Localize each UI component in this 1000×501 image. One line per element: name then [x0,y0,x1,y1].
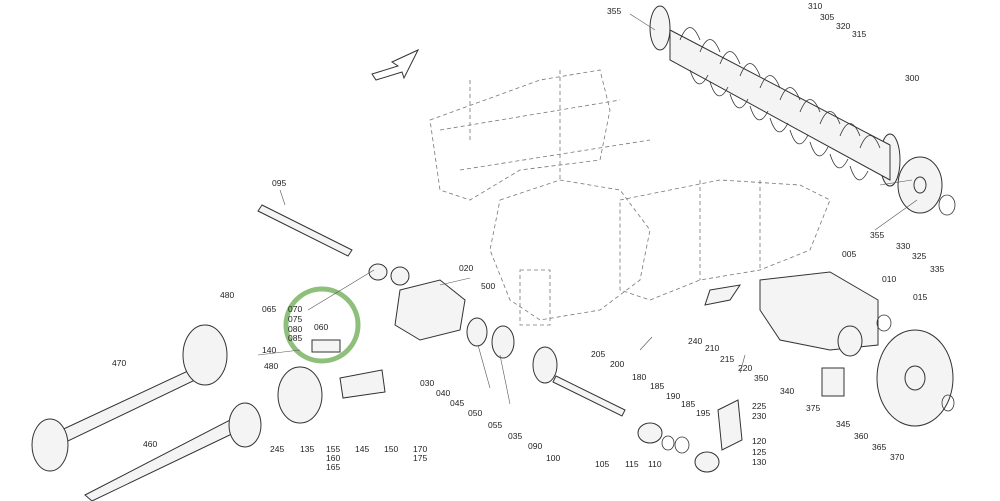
part-label: 130 [752,457,766,467]
part-label: 020 [459,263,473,273]
part-label: 480 [220,290,234,300]
part-label: 460 [143,439,157,449]
part-label: 320 [836,21,850,31]
part-label: 100 [546,453,560,463]
part-label: 135 [300,444,314,454]
part-label: 230 [752,411,766,421]
part-label: 155 [326,444,340,454]
part-label: 035 [508,431,522,441]
part-label: 240 [688,336,702,346]
part-label: 030 [420,378,434,388]
part-label: 355 [607,6,621,16]
part-label: 070 [288,304,302,314]
arrow-down-left-icon [371,48,420,81]
part-label: 005 [842,249,856,259]
part-label: 080 [288,324,302,334]
leader-lines [257,13,918,405]
part-label: 145 [355,444,369,454]
part-label: 050 [468,408,482,418]
part-label: 115 [625,459,639,469]
part-label: 010 [882,274,896,284]
rotor-assembly [649,5,956,216]
part-label: 175 [413,453,427,463]
part-label: 350 [754,373,768,383]
highlight-circle [283,286,361,364]
gearbox [368,263,466,341]
part-label: 040 [436,388,450,398]
part-label: 305 [820,12,834,22]
part-label: 120 [752,436,766,446]
part-label: 215 [720,354,734,364]
part-label: 170 [413,444,427,454]
part-label: 190 [666,391,680,401]
part-label: 355 [870,230,884,240]
part-label: 310 [808,1,822,11]
part-label: 085 [288,333,302,343]
part-label: 075 [288,314,302,324]
part-label: 335 [930,264,944,274]
machine-frame [429,69,831,326]
part-label: 360 [854,431,868,441]
part-label: 165 [326,462,340,472]
part-label: 160 [326,453,340,463]
part-label: 365 [872,442,886,452]
part-label: 095 [272,178,286,188]
plates-and-washers [311,271,955,473]
part-label: 480 [264,361,278,371]
part-label: 200 [610,359,624,369]
part-label: 205 [591,349,605,359]
part-label: 245 [270,444,284,454]
part-label: 180 [632,372,646,382]
part-label: 140 [262,345,276,355]
part-label: 325 [912,251,926,261]
part-label: 370 [890,452,904,462]
part-label: 110 [648,459,662,469]
part-label: 105 [595,459,609,469]
part-label: 185 [681,399,695,409]
part-label: 470 [112,358,126,368]
part-label: 195 [696,408,710,418]
drive-shafts [31,204,353,501]
part-label: 090 [528,441,542,451]
part-label: 185 [650,381,664,391]
part-label: 500 [481,281,495,291]
part-label: 045 [450,398,464,408]
part-label: 015 [913,292,927,302]
part-label: 330 [896,241,910,251]
part-label: 125 [752,447,766,457]
part-label: 210 [705,343,719,353]
part-label: 315 [852,29,866,39]
part-label: 055 [488,420,502,430]
part-label: 300 [905,73,919,83]
part-label: 340 [780,386,794,396]
part-label: 375 [806,403,820,413]
part-label: 225 [752,401,766,411]
part-label: 220 [738,363,752,373]
part-label: 060 [314,322,328,332]
part-label: 065 [262,304,276,314]
part-label: 345 [836,419,850,429]
part-label: 150 [384,444,398,454]
